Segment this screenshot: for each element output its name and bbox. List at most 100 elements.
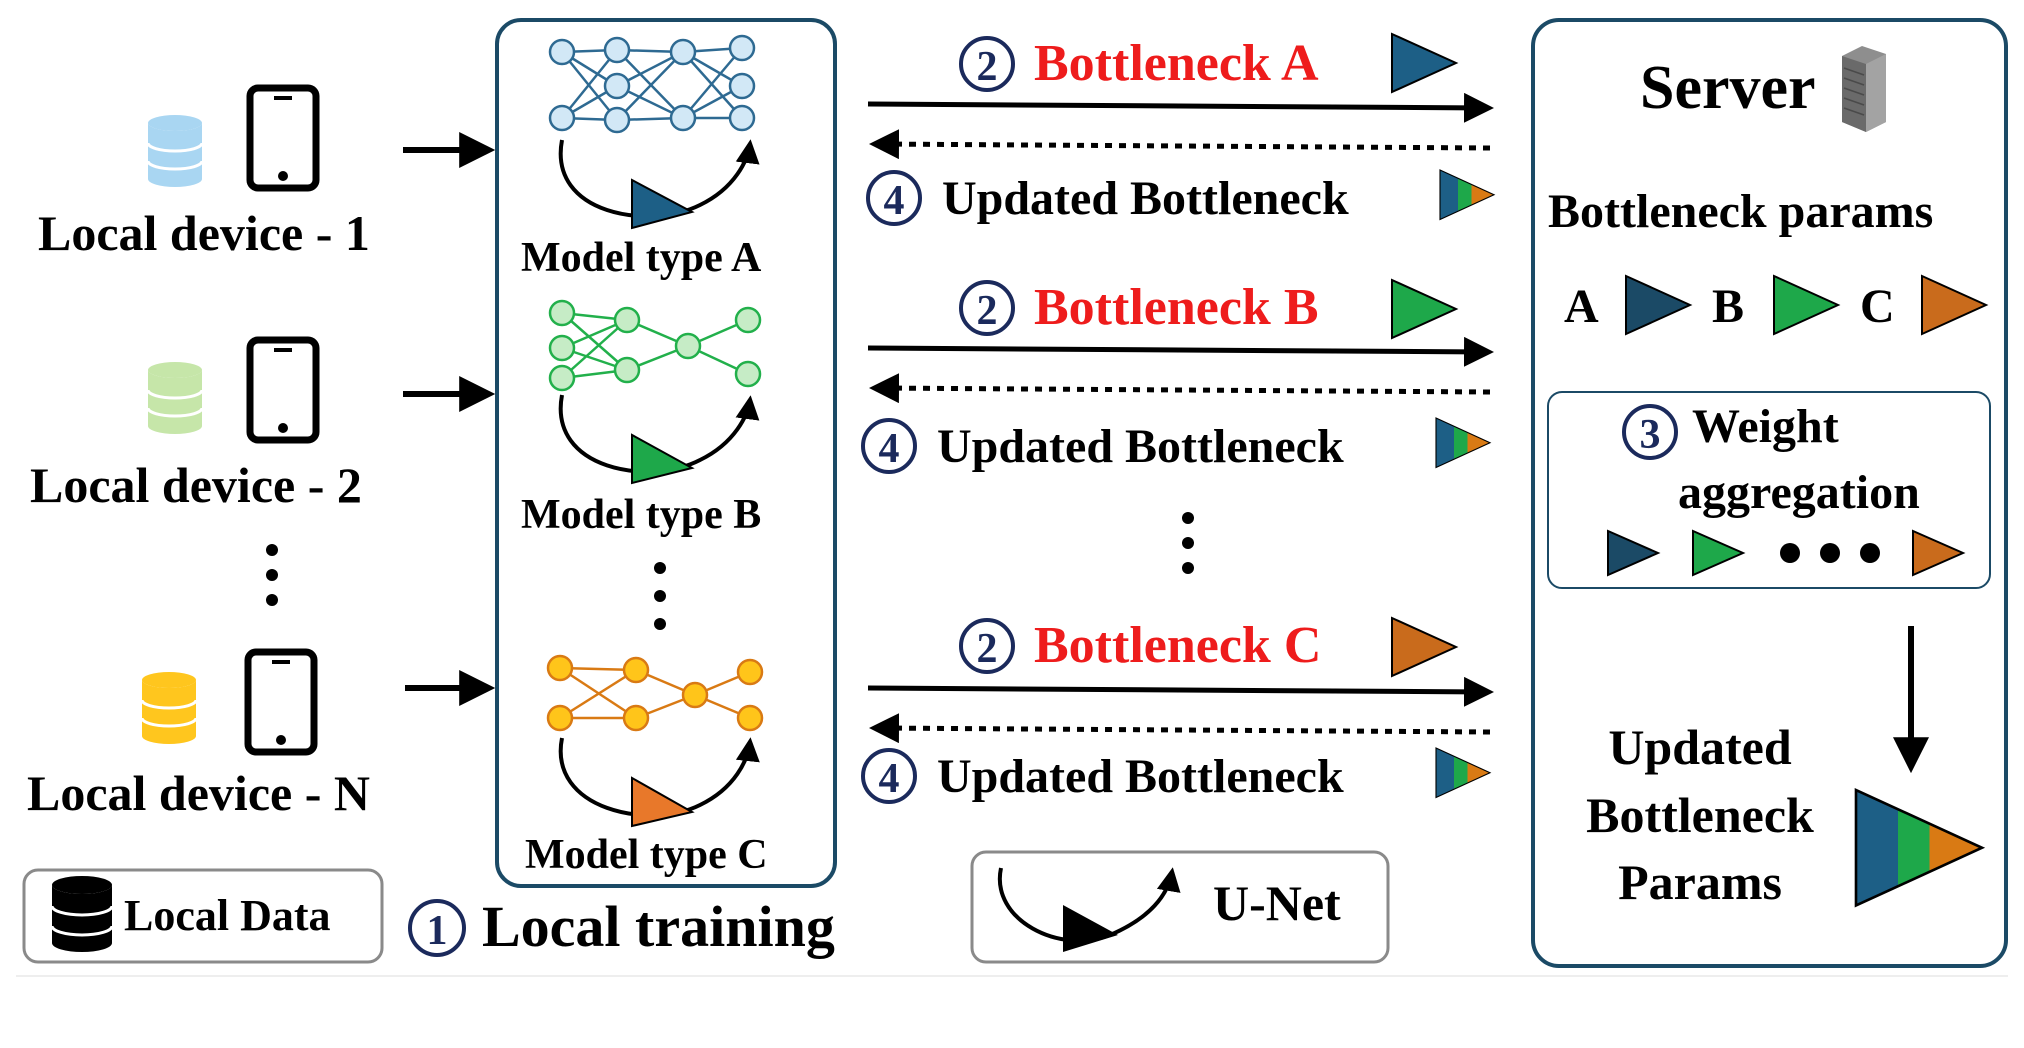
- network-node: [669, 104, 697, 132]
- network-node: [728, 104, 756, 132]
- network-node: [681, 681, 709, 709]
- database-icon: [140, 672, 198, 744]
- network-node: [603, 106, 631, 134]
- bottleneck-triangle: [1391, 278, 1459, 340]
- network-edge: [561, 312, 628, 371]
- tablet-icon: [246, 84, 320, 192]
- network-edge: [616, 49, 684, 119]
- model-c: Model type C: [525, 654, 768, 878]
- updated-params-line: Updated: [1608, 719, 1792, 775]
- model-b: Model type B: [521, 299, 762, 538]
- step-badge: [861, 748, 917, 804]
- step-number: 4: [879, 426, 900, 472]
- upload-arrow: [867, 676, 1494, 707]
- database-icon: [146, 115, 204, 187]
- local-training-label: Local training: [482, 894, 835, 959]
- legend-unet: U-Net: [1213, 875, 1341, 931]
- model-label: Model type B: [521, 492, 761, 538]
- network-edge: [561, 319, 628, 379]
- recv-label: Updated Bottleneck: [937, 750, 1344, 803]
- param-a: A: [1564, 274, 1693, 336]
- vertical-ellipsis-icon: [654, 562, 666, 630]
- network-node: [546, 654, 574, 682]
- legend-local-data: Local Data: [124, 891, 331, 940]
- network-edge: [682, 47, 743, 119]
- recv-label: Updated Bottleneck: [937, 420, 1344, 473]
- device-label: Local device - N: [27, 765, 370, 821]
- model-label: Model type A: [521, 235, 762, 281]
- network-node: [728, 34, 756, 62]
- network-node: [613, 356, 641, 384]
- network-node: [548, 364, 576, 392]
- network-node: [674, 332, 702, 360]
- step-badge: [408, 899, 466, 957]
- bottleneck-triangle: [631, 776, 695, 828]
- step-number: 4: [884, 178, 905, 224]
- step-badge: [866, 170, 922, 226]
- bottleneck-triangle: [1921, 274, 1989, 336]
- send-label: Bottleneck B: [1034, 279, 1319, 336]
- bottleneck-triangle: [1391, 616, 1459, 678]
- network-node: [548, 38, 576, 66]
- network-node: [613, 306, 641, 334]
- bottleneck-triangle: [1773, 274, 1841, 336]
- param-b: B: [1712, 274, 1841, 336]
- device-label: Local device - 1: [38, 205, 370, 261]
- database-icon: [146, 362, 204, 434]
- updated-params-line: Bottleneck: [1586, 787, 1814, 843]
- model-label: Model type C: [525, 832, 768, 878]
- bottleneck-triangle: [1625, 274, 1693, 336]
- local-data-legend: Local Data: [22, 868, 384, 964]
- network-node: [546, 704, 574, 732]
- network-node: [728, 72, 756, 100]
- network-edge: [561, 49, 618, 119]
- mixed-bottleneck-icon: [1435, 417, 1492, 469]
- params-title: Bottleneck params: [1548, 185, 1933, 238]
- bottleneck-triangle: [1912, 529, 1966, 577]
- step-number: 2: [977, 44, 998, 90]
- mixed-bottleneck-icon: [1435, 747, 1492, 799]
- device-1: Local device - 1: [38, 84, 496, 261]
- vertical-ellipsis-icon: [266, 544, 278, 606]
- bottleneck-triangle: [631, 433, 695, 485]
- horizontal-ellipsis-icon: [1780, 543, 1880, 563]
- step-badge: [959, 280, 1015, 336]
- unet-legend: U-Net: [970, 850, 1390, 964]
- step-badge: [861, 418, 917, 474]
- step-number: 2: [977, 288, 998, 334]
- device-label: Local device - 2: [30, 457, 362, 513]
- step-number: 4: [879, 756, 900, 802]
- updated-params-line: Params: [1618, 854, 1782, 910]
- download-arrow: [869, 713, 1491, 744]
- server-title: Server: [1640, 54, 1816, 122]
- network-edge: [559, 668, 637, 720]
- param-letter: A: [1564, 280, 1599, 333]
- mixed-bottleneck-icon: [1439, 169, 1496, 221]
- network-edge: [682, 51, 743, 119]
- link-c: 2 Bottleneck C 4 Updated Bottleneck: [861, 616, 1494, 804]
- network-node: [622, 704, 650, 732]
- network-edge: [616, 51, 684, 121]
- local-training-frame: [495, 18, 837, 888]
- device-2: Local device - 2: [30, 336, 496, 513]
- upload-arrow: [867, 92, 1494, 123]
- download-arrow: [869, 129, 1491, 160]
- tablet-icon: [244, 648, 318, 756]
- agg-title: Weight: [1692, 400, 1839, 453]
- weight-aggregation-box: 3 Weight aggregation: [1547, 391, 1991, 589]
- bottleneck-triangle: [1607, 529, 1661, 577]
- tablet-icon: [246, 336, 320, 444]
- bottleneck-triangle: [1692, 529, 1746, 577]
- mixed-bottleneck-icon: [1854, 787, 1986, 908]
- upload-arrow: [867, 336, 1494, 367]
- step-number: 2: [977, 626, 998, 672]
- model-a: Model type A: [521, 34, 762, 281]
- vertical-ellipsis-icon: [1182, 512, 1194, 574]
- database-icon: [50, 876, 114, 952]
- bottleneck-triangle: [631, 178, 695, 230]
- send-label: Bottleneck C: [1034, 617, 1321, 674]
- step-badge: [959, 618, 1015, 674]
- network-node: [734, 306, 762, 334]
- param-letter: C: [1860, 280, 1895, 333]
